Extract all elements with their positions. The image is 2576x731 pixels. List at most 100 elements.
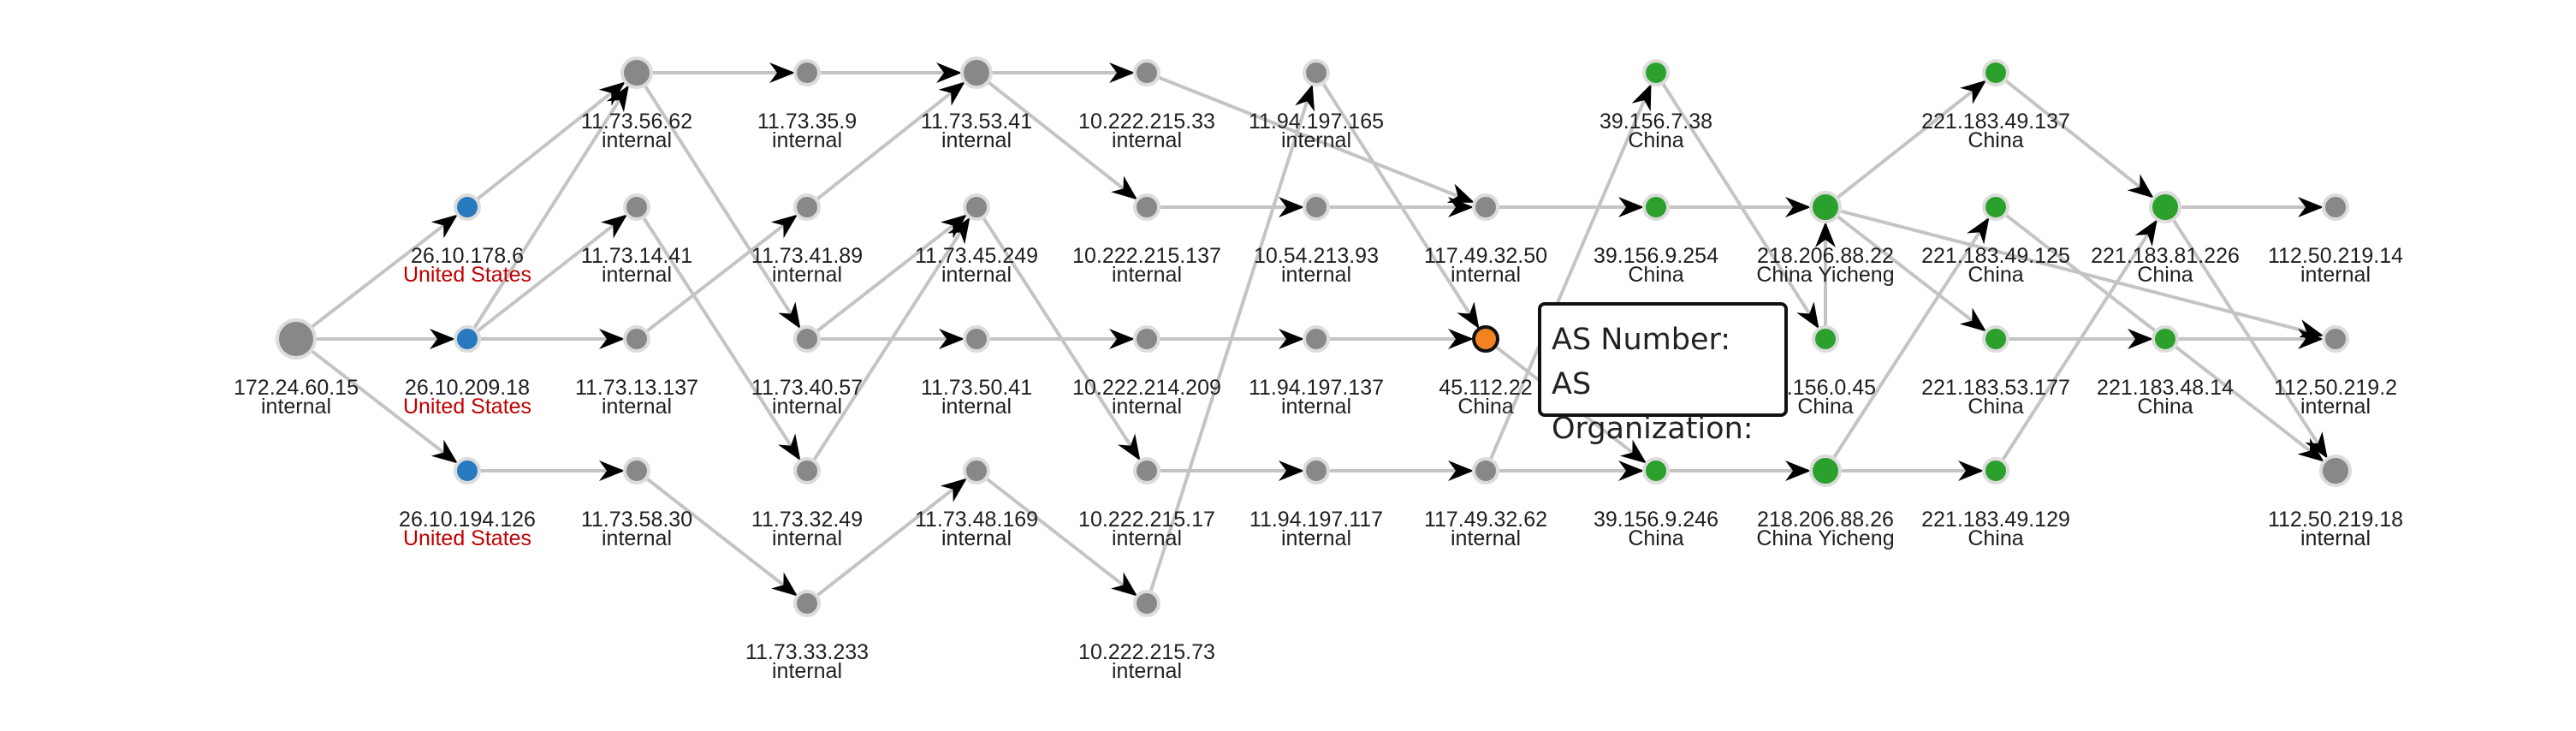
hop-location-label: internal xyxy=(1281,263,1351,287)
hop-node-circle[interactable] xyxy=(2322,193,2349,221)
hop-ip-label: 11.73.35.9 xyxy=(757,110,857,134)
hop-node-circle[interactable] xyxy=(1982,325,2009,353)
hop-node-circle[interactable] xyxy=(1472,457,1499,484)
hop-ip-label: 10.222.214.209 xyxy=(1072,376,1221,400)
hop-location-label: China xyxy=(2137,395,2193,419)
hop-node-circle[interactable] xyxy=(2149,191,2181,223)
hop-node-circle[interactable] xyxy=(1133,590,1160,617)
hop-node-circle[interactable] xyxy=(963,193,990,221)
hop-node-circle[interactable] xyxy=(2319,455,2352,487)
hop-node-circle[interactable] xyxy=(1809,191,1842,223)
hop-node-circle[interactable] xyxy=(454,325,481,353)
hop-node-circle[interactable] xyxy=(1642,59,1670,86)
hop-node-circle[interactable] xyxy=(1642,457,1670,484)
hop-node-circle[interactable] xyxy=(1982,457,2009,484)
hop-node-circle[interactable] xyxy=(276,318,317,360)
hop-node-circle[interactable] xyxy=(1133,59,1160,86)
hop-node-circle[interactable] xyxy=(623,325,650,353)
hop-node-circle[interactable] xyxy=(620,56,653,89)
hop-node-circle[interactable] xyxy=(793,59,821,86)
hop-node-circle[interactable] xyxy=(2322,325,2349,353)
edge-n11-n14 xyxy=(813,217,970,461)
hop-node-circle[interactable] xyxy=(1303,59,1330,86)
hop-node-circle[interactable] xyxy=(454,193,481,221)
hop-ip-label: 9.156.0.45 xyxy=(1775,376,1876,400)
hop-location-label: internal xyxy=(1112,263,1182,287)
hop-node-circle[interactable] xyxy=(454,457,481,484)
hop-node-circle[interactable] xyxy=(960,56,993,89)
hop-ip-label: 26.10.194.126 xyxy=(399,508,536,532)
hop-node-circle[interactable] xyxy=(623,457,650,484)
hop-node-circle[interactable] xyxy=(1303,193,1330,221)
hop-node-circle[interactable] xyxy=(1303,325,1330,353)
hop-node-circle[interactable] xyxy=(1303,457,1330,484)
hop-node-circle[interactable] xyxy=(1642,193,1670,221)
hop-node-circle[interactable] xyxy=(793,193,821,221)
hop-location-label: internal xyxy=(772,659,842,683)
edge-n28-n29 xyxy=(1489,83,1653,460)
hop-node-circle[interactable] xyxy=(793,325,821,353)
hop-ip-label: 11.73.48.169 xyxy=(915,508,1038,532)
hop-node-circle[interactable] xyxy=(2152,325,2179,353)
hop-node-circle[interactable] xyxy=(963,457,990,484)
hop-node-circle[interactable] xyxy=(1133,457,1160,484)
hop-node-circle[interactable] xyxy=(793,590,821,617)
hop-node-circle[interactable] xyxy=(963,325,990,353)
hop-node-circle[interactable] xyxy=(793,457,821,484)
hop-node-circle[interactable] xyxy=(623,193,650,221)
hop-node-circle[interactable] xyxy=(1809,455,1842,487)
hop-node-circle[interactable] xyxy=(1472,193,1499,221)
hop-node-circle[interactable] xyxy=(1133,193,1160,221)
hop-node-circle[interactable] xyxy=(1982,59,2009,86)
hop-ip-label: 11.94.197.117 xyxy=(1249,508,1383,532)
hop-node-circle[interactable] xyxy=(1133,325,1160,353)
hop-node-circle[interactable] xyxy=(1472,325,1499,353)
hop-node-circle[interactable] xyxy=(1812,325,1839,353)
hop-node-circle[interactable] xyxy=(1982,193,2009,221)
